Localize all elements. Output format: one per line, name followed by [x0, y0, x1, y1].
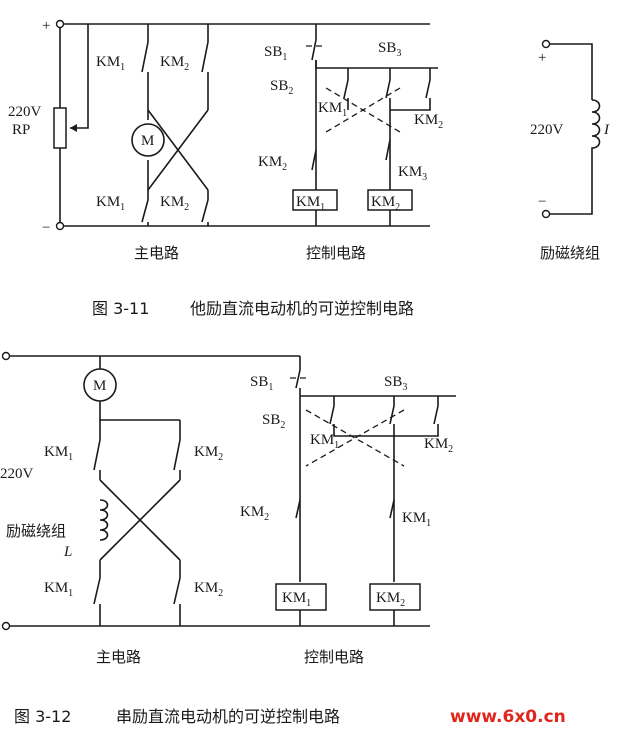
supply-voltage-label: 220V — [8, 104, 42, 120]
fig2-main-circuit: 主电路 — [96, 648, 141, 666]
field-minus: − — [538, 194, 546, 210]
fig2-control-circuit: 控制电路 — [304, 648, 364, 666]
sb2-label: SB2 — [270, 78, 293, 97]
watermark: www.6x0.cn — [450, 707, 566, 727]
fig1-caption-text: 他励直流电动机的可逆控制电路 — [190, 299, 414, 318]
coil-km2-label: KM2 — [371, 194, 400, 213]
km2-aux-label: KM2 — [414, 112, 443, 131]
fig2-km2-bottom: KM2 — [194, 580, 223, 599]
fig2-field-winding: 励磁绕组 — [6, 522, 66, 540]
fig2-km2-top: KM2 — [194, 444, 223, 463]
fig1-caption-num: 图 3-11 — [92, 299, 149, 318]
fig2-km1-top: KM1 — [44, 444, 73, 463]
field-current-label: I — [603, 122, 610, 138]
km1-main-bottom: KM1 — [96, 194, 125, 213]
motor-label: M — [141, 133, 154, 149]
fig1-field-winding: 励磁绕组 — [540, 244, 600, 262]
supply-plus: + — [42, 18, 50, 34]
fig2-sb1: SB1 — [250, 374, 273, 393]
km1-main-top: KM1 — [96, 54, 125, 73]
fig2-km1-aux: KM1 — [310, 432, 339, 451]
rp-resistor — [53, 107, 67, 149]
field-plus: + — [538, 50, 546, 66]
fig2-coil-km2-label: KM2 — [376, 590, 405, 609]
fig2-caption-text: 串励直流电动机的可逆控制电路 — [116, 707, 340, 726]
fig2-coil-km1-label: KM1 — [282, 590, 311, 609]
fig1-main-circuit: 主电路 — [134, 244, 179, 262]
sb3-label: SB3 — [378, 40, 401, 59]
coil-km1-label: KM1 — [296, 194, 325, 213]
supply-minus: − — [42, 220, 50, 236]
rp-label: RP — [12, 122, 30, 138]
fig2-caption-num: 图 3-12 — [14, 707, 71, 726]
fig2-sb3: SB3 — [384, 374, 407, 393]
field2-coil — [99, 499, 109, 541]
fig2-km2-interlock: KM2 — [240, 504, 269, 523]
motor2-label: M — [93, 378, 106, 394]
fig-3-11: + − 220V RP M KM1 KM2 KM1 KM2 — [8, 18, 610, 318]
field-voltage-label: 220V — [530, 122, 564, 138]
fig2-km1-bottom: KM1 — [44, 580, 73, 599]
fig2-supply-voltage: 220V — [0, 466, 34, 482]
fig2-coil-km2 — [369, 583, 421, 611]
sb1-label: SB1 — [264, 44, 287, 63]
field-coil — [591, 99, 601, 160]
km1-aux-label: KM1 — [318, 100, 347, 119]
fig2-coil-km1 — [275, 583, 327, 611]
fig2-km2-aux: KM2 — [424, 436, 453, 455]
fig-3-12: M 220V 励磁绕组 L KM1 KM2 KM1 KM2 SB1 SB3 SB… — [0, 351, 456, 726]
km2-main-top: KM2 — [160, 54, 189, 73]
km3-label: KM3 — [398, 164, 427, 183]
coil-km1 — [292, 189, 338, 211]
km2-interlock-label: KM2 — [258, 154, 287, 173]
fig2-field-l: L — [63, 544, 72, 560]
fig1-control-circuit: 控制电路 — [306, 244, 366, 262]
km2-main-bottom: KM2 — [160, 194, 189, 213]
fig2-km1-interlock: KM1 — [402, 510, 431, 529]
fig2-sb2: SB2 — [262, 412, 285, 431]
motor-icon — [131, 123, 165, 157]
motor2-icon — [83, 368, 117, 402]
